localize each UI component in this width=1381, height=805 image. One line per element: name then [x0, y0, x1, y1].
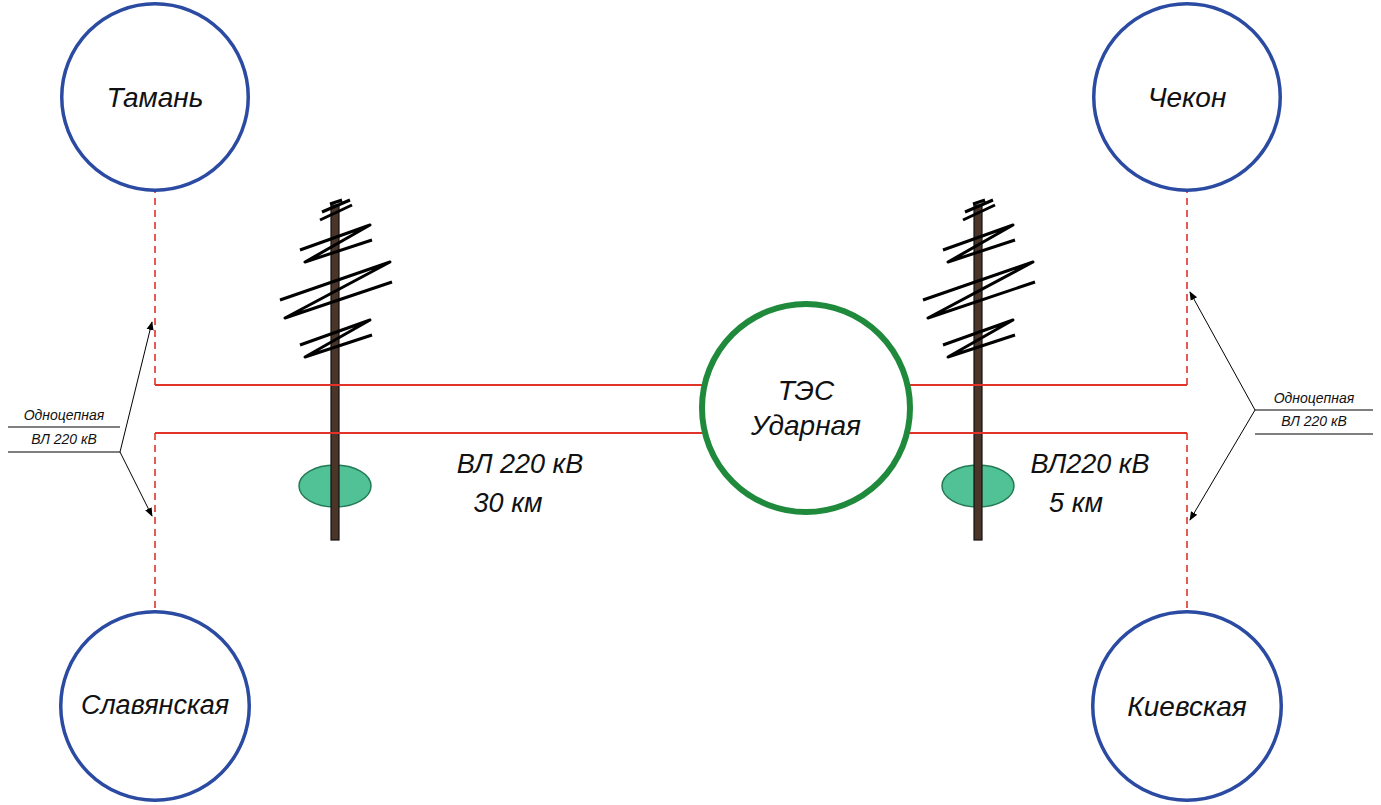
station-circle: ТЭС Ударная: [699, 301, 913, 515]
power-line: [155, 433, 703, 610]
station-name: ТЭС Ударная: [731, 373, 881, 443]
line-label: ВЛ 220 кВ: [457, 448, 584, 480]
callout-text: Одноцепная: [1274, 390, 1355, 407]
circle-shape: [1093, 612, 1282, 801]
line-solid: [909, 432, 1187, 434]
line-label: ВЛ220 кВ: [1030, 448, 1149, 480]
station-circle: Тамань: [60, 2, 250, 192]
circle-outline: [699, 301, 913, 515]
circle-shape: [61, 612, 250, 801]
line-dashed: [1186, 192, 1188, 385]
station-circle: Славянская: [59, 610, 251, 802]
callout-text: Одноцепная: [24, 407, 105, 424]
line-solid: [155, 384, 703, 386]
callout-leader: [1190, 292, 1373, 520]
station-circle: Киевская: [1091, 610, 1283, 802]
line-label: 5 км: [1049, 487, 1103, 519]
callout-leader: [8, 322, 152, 516]
station-name: Киевская: [1127, 689, 1246, 724]
line-solid: [155, 432, 703, 434]
callout-text: ВЛ 220 кВ: [31, 431, 97, 448]
station-name: Чекон: [1148, 80, 1227, 115]
line-dashed: [1186, 433, 1188, 610]
station-circle: Чекон: [1092, 2, 1282, 192]
power-line: [909, 192, 1187, 385]
callout-text: ВЛ 220 кВ: [1281, 413, 1347, 430]
power-line: [155, 192, 703, 385]
line-label: 30 км: [474, 487, 543, 519]
station-name: Тамань: [107, 80, 204, 115]
power-line: [909, 433, 1187, 610]
pylon: [280, 200, 392, 540]
line-dashed: [154, 192, 156, 385]
circle-shape: [702, 304, 910, 512]
line-dashed: [154, 433, 156, 610]
pylon: [923, 200, 1035, 540]
station-name: Славянская: [81, 689, 229, 723]
circle-shape: [62, 4, 249, 191]
line-solid: [909, 384, 1187, 386]
circle-shape: [1094, 4, 1281, 191]
